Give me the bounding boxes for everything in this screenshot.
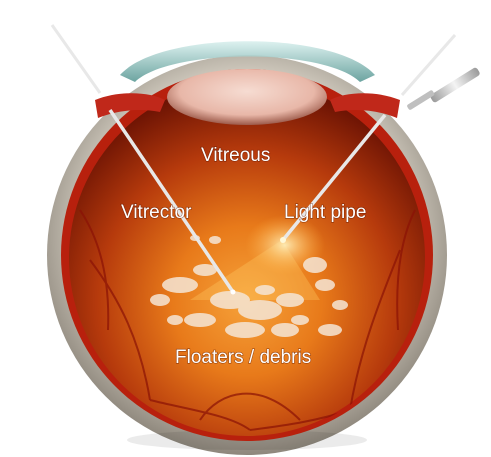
lens	[167, 69, 327, 125]
infusion-cannula-icon	[406, 67, 480, 111]
label-floaters-debris: Floaters / debris	[175, 347, 311, 368]
label-light-pipe: Light pipe	[284, 202, 366, 223]
label-vitreous: Vitreous	[201, 145, 270, 166]
label-vitrector: Vitrector	[121, 202, 192, 223]
